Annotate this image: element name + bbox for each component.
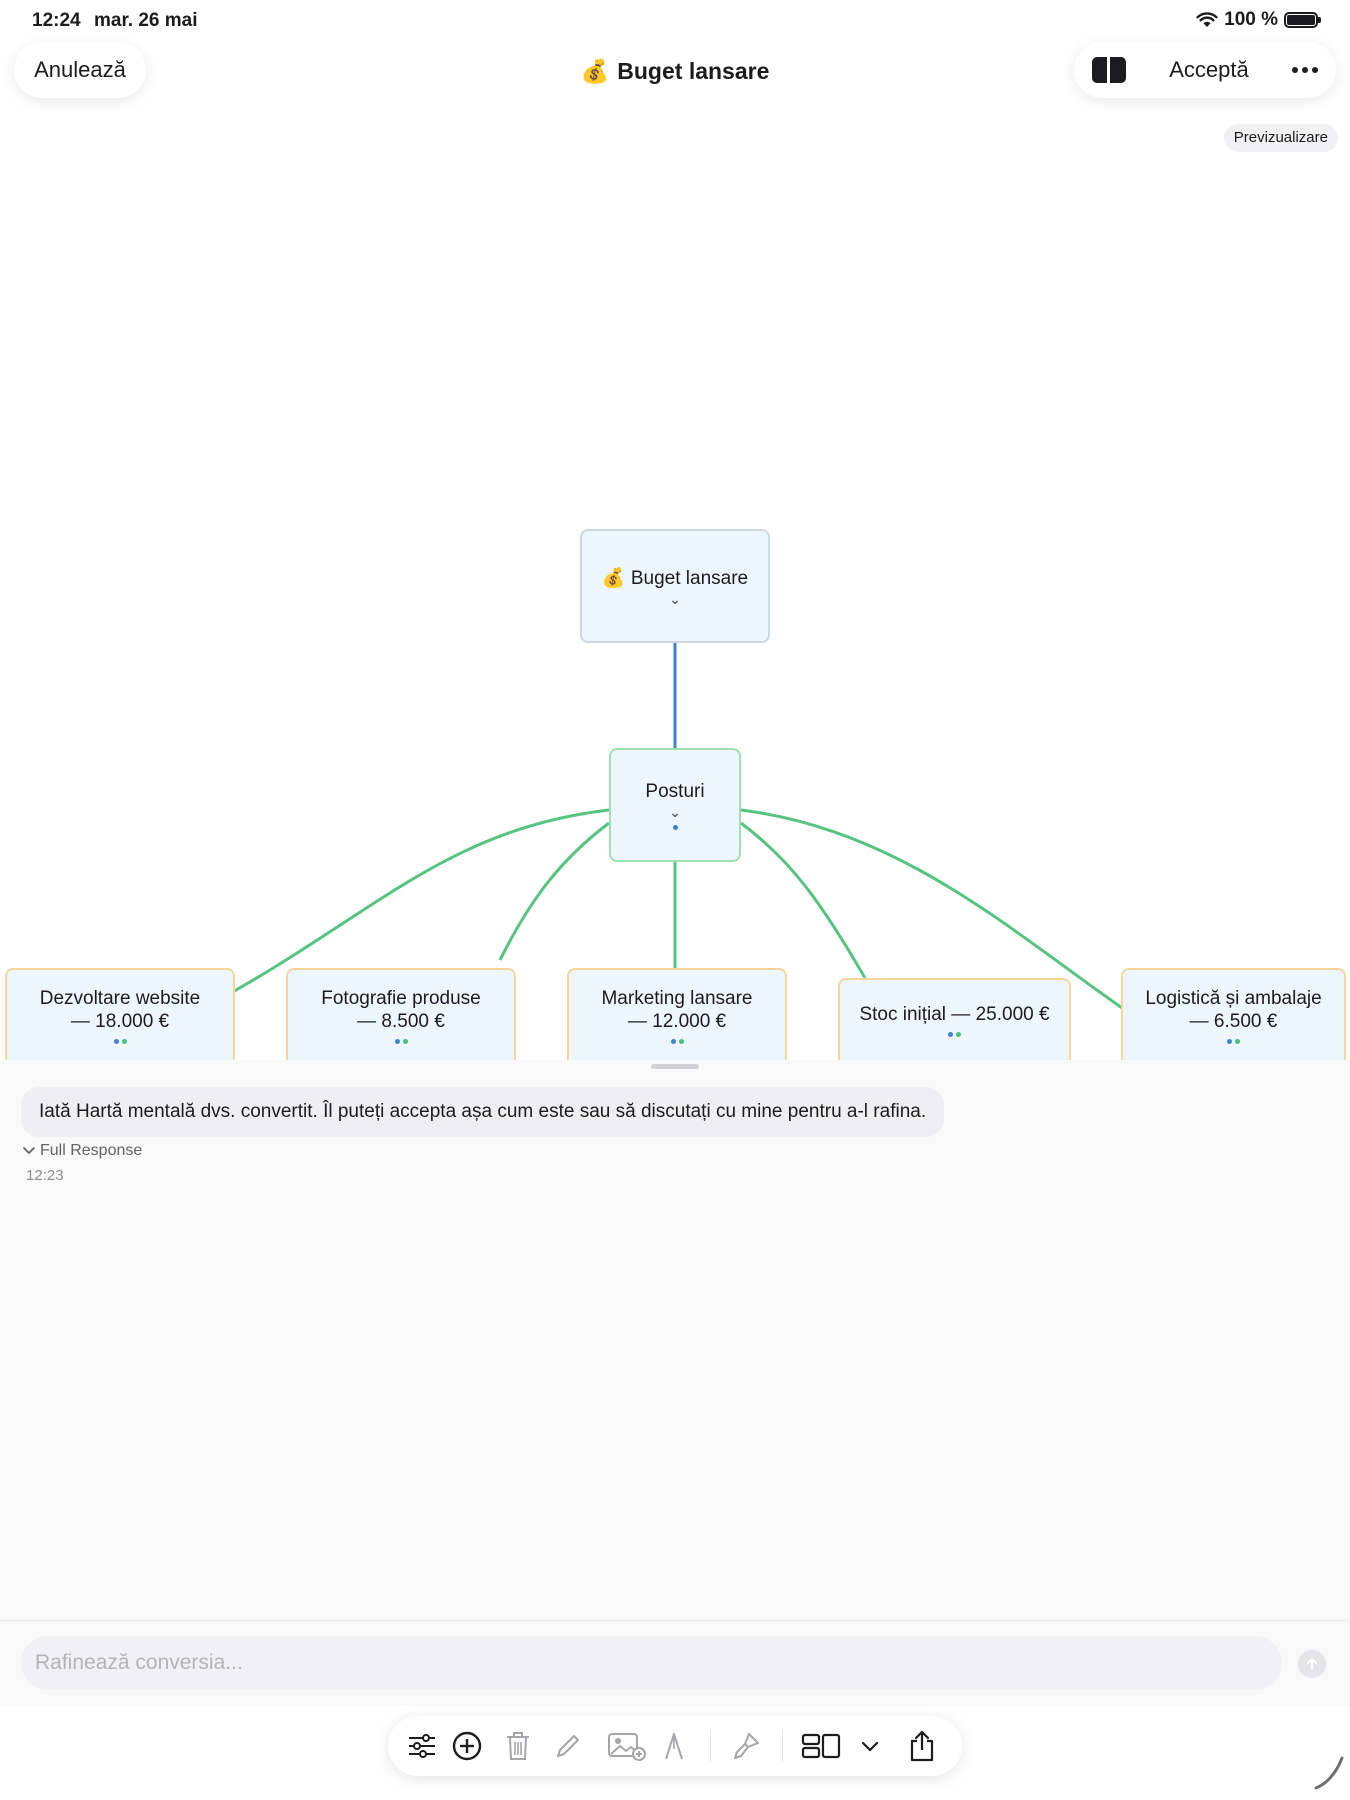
leaf-label-line2: — 12.000 € [627,1010,727,1032]
status-time: 12:24 [32,10,81,31]
money-bag-icon: 💰 [601,567,626,589]
arrow-up-icon [1307,1658,1317,1670]
pen-nib-icon[interactable] [656,1728,692,1764]
status-bar: 12:24 mar. 26 mai 100 % [0,0,1350,40]
node-indicator-dots [1227,1038,1240,1044]
image-add-icon[interactable] [606,1728,648,1764]
sliders-icon[interactable] [404,1728,440,1764]
leaf-label-line2: — 8.500 € [357,1010,445,1032]
edge-hub-leaf-1 [199,808,610,1012]
message-timestamp: 12:23 [26,1167,64,1184]
chevron-down-icon[interactable]: ⌄ [669,804,681,820]
page-title-text: Buget lansare [617,58,770,84]
refine-input[interactable]: Rafinează conversia... [21,1636,1282,1690]
chevron-down-icon[interactable] [852,1728,888,1764]
root-node-label: Buget lansare [630,567,749,589]
node-indicator-dots [394,1038,408,1044]
leaf-label-line2: — 18.000 € [70,1010,170,1032]
toolbar-divider [710,1730,711,1762]
node-indicator-dots [113,1038,127,1044]
chevron-down-icon [23,1147,35,1155]
split-view-icon[interactable] [1092,57,1126,83]
send-button[interactable] [1298,1650,1326,1678]
layout-icon[interactable] [800,1728,842,1764]
mindmap-edges [199,643,1126,1012]
edge-hub-leaf-4 [740,821,867,979]
mindmap-root-node[interactable]: 💰 Buget lansare ⌄ [580,529,770,643]
node-indicator-dots [948,1032,961,1037]
panel-grabber[interactable] [651,1064,699,1069]
trash-icon[interactable] [500,1728,536,1764]
resize-handle-icon[interactable] [1312,1752,1346,1792]
mindmap-leaf-node[interactable]: Fotografie produse — 8.500 € [286,968,516,1060]
full-response-toggle[interactable]: Full Response [22,1142,142,1160]
accept-button[interactable]: Acceptă [1169,57,1249,82]
mindmap-leaf-node[interactable]: Logistică și ambalaje — 6.500 € [1121,968,1346,1060]
chevron-down-icon[interactable]: ⌄ [669,590,681,607]
add-circle-icon[interactable] [449,1728,485,1764]
leaf-label-line1: Logistică și ambalaje [1145,987,1322,1009]
money-bag-icon: 💰 [580,58,610,84]
nav-actions: Acceptă [1074,42,1336,98]
leaf-label-line1: Dezvoltare website [39,987,201,1009]
preview-chip[interactable]: Previzualizare [1223,124,1338,152]
hub-node-label: Posturi [645,781,705,802]
node-indicator-dots [672,825,678,830]
bottom-toolbar [388,1716,962,1776]
leaf-label-line1: Fotografie produse [321,987,481,1009]
share-icon[interactable] [904,1728,940,1764]
cancel-button[interactable]: Anulează [14,42,146,98]
mindmap-canvas[interactable]: 💰 Buget lansare ⌄ Posturi ⌄ Dezvoltare w… [0,160,1350,1060]
leaf-label-line1: Marketing lansare [601,987,753,1009]
edge-hub-leaf-2 [498,821,610,961]
mindmap-leaf-node[interactable]: Marketing lansare — 12.000 € [567,968,787,1060]
pencil-icon[interactable] [550,1728,586,1764]
edge-hub-leaf-5 [740,808,1126,1012]
leaf-label-line1: Stoc inițial — 25.000 € [859,1004,1050,1025]
chat-panel [0,1060,1350,1620]
cancel-label: Anulează [34,57,126,82]
assistant-message: Iată Hartă mentală dvs. convertit. Îl pu… [21,1087,945,1137]
page-title: 💰 Buget lansare [0,58,1350,85]
brush-icon[interactable] [728,1728,764,1764]
battery-icon [1284,12,1321,28]
mindmap-hub-node[interactable]: Posturi ⌄ [609,748,741,862]
more-icon[interactable] [1292,67,1318,73]
leaf-label-line2: — 6.500 € [1189,1010,1278,1032]
mindmap-leaf-node[interactable]: Stoc inițial — 25.000 € [838,978,1071,1060]
node-indicator-dots [670,1038,684,1044]
status-date: mar. 26 mai [94,10,198,31]
wifi-icon [1196,12,1218,27]
full-response-label: Full Response [40,1142,143,1159]
mindmap-leaf-node[interactable]: Dezvoltare website — 18.000 € [5,968,235,1060]
battery-percent: 100 % [1224,9,1278,30]
status-indicators: 100 % [1196,9,1321,31]
toolbar-divider [782,1730,783,1762]
